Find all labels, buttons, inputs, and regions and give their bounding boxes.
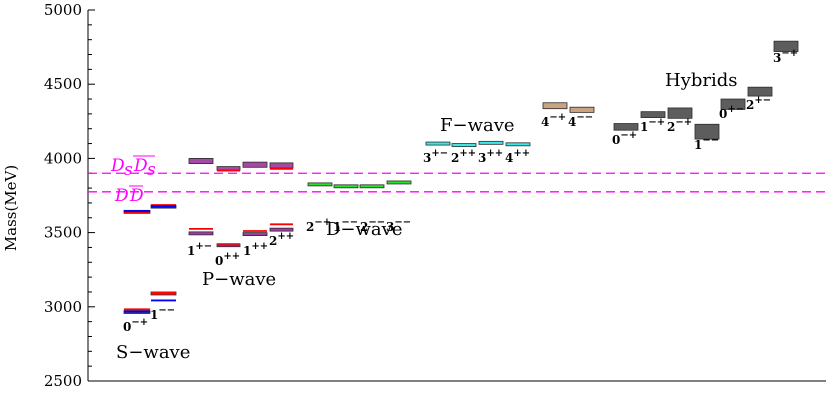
jpc-label: 2−+ <box>667 117 692 134</box>
jpc-label: 2−+ <box>306 217 331 234</box>
y-tick-label: 4000 <box>44 149 82 167</box>
threshold-text: D <box>114 186 129 206</box>
y-tick-label: 4500 <box>44 75 82 93</box>
wave-label: Hybrids <box>665 70 738 91</box>
state-box <box>451 143 477 147</box>
y-tick-label: 3000 <box>44 298 82 316</box>
jpc-label: 0+− <box>719 104 744 121</box>
state-box <box>188 157 214 164</box>
state-box <box>425 141 451 146</box>
jpc-label: 1++ <box>243 241 268 258</box>
state-labels: 0−+1−−1+−0++1++2++2−+1−−2−−3−−3+−2++3++4… <box>123 48 798 334</box>
state-box <box>694 123 720 140</box>
state-box <box>747 86 773 97</box>
state-box <box>269 162 294 169</box>
jpc-label: 2++ <box>269 231 294 248</box>
jpc-label: 0−+ <box>612 130 637 147</box>
state-box <box>613 123 639 131</box>
state-box <box>542 102 568 110</box>
y-tick-label: 5000 <box>44 1 82 19</box>
state-box <box>773 40 799 52</box>
wave-label: F−wave <box>440 115 515 136</box>
state-box <box>640 111 666 118</box>
wave-labels: S−wave P−wave D−wave F−wave Hybrids <box>116 70 738 363</box>
jpc-label: 3++ <box>478 148 503 165</box>
jpc-label: 0++ <box>215 251 240 268</box>
jpc-label: 1−− <box>694 135 719 152</box>
jpc-label: 4++ <box>505 148 530 165</box>
jpc-label: 4−− <box>568 112 593 129</box>
jpc-label: 2+− <box>746 95 771 112</box>
states-layer <box>123 40 799 314</box>
state-box <box>386 180 412 185</box>
state-box <box>359 184 385 189</box>
jpc-label: 1+− <box>187 241 212 258</box>
threshold-text: s <box>147 160 156 180</box>
threshold-text: D <box>129 186 144 206</box>
jpc-label: 2++ <box>451 148 476 165</box>
threshold-text: D <box>133 156 148 176</box>
state-box <box>333 184 359 189</box>
wave-label: D−wave <box>326 219 402 240</box>
jpc-label: 1−− <box>150 305 175 322</box>
jpc-label: 3−− <box>386 217 411 234</box>
wave-label: S−wave <box>116 342 190 363</box>
y-axis-label: Mass(MeV) <box>2 165 20 251</box>
wave-label: P−wave <box>202 269 276 290</box>
jpc-label: 1−+ <box>640 117 665 134</box>
threshold-text: s <box>124 160 133 180</box>
state-box <box>569 106 595 113</box>
jpc-label: 0−+ <box>123 317 148 334</box>
state-box <box>307 182 333 187</box>
jpc-label: 3−+ <box>773 48 798 65</box>
jpc-label: 4−+ <box>541 112 566 129</box>
state-box <box>242 232 268 237</box>
state-box <box>242 161 268 168</box>
jpc-label: 3+− <box>423 148 448 165</box>
plot-frame <box>87 10 826 382</box>
jpc-label: 1−− <box>333 217 358 234</box>
state-box <box>478 140 504 145</box>
state-box <box>505 142 531 147</box>
state-box <box>667 107 693 119</box>
state-box <box>269 227 294 232</box>
y-tick-label: 3500 <box>44 224 82 242</box>
y-tick-label: 2500 <box>44 372 82 390</box>
jpc-label: 2−− <box>360 217 385 234</box>
threshold-text: D <box>110 156 125 176</box>
y-axis: 2500 3000 3500 4000 4500 5000 <box>44 1 95 390</box>
state-box <box>188 231 214 236</box>
state-box <box>720 98 746 110</box>
